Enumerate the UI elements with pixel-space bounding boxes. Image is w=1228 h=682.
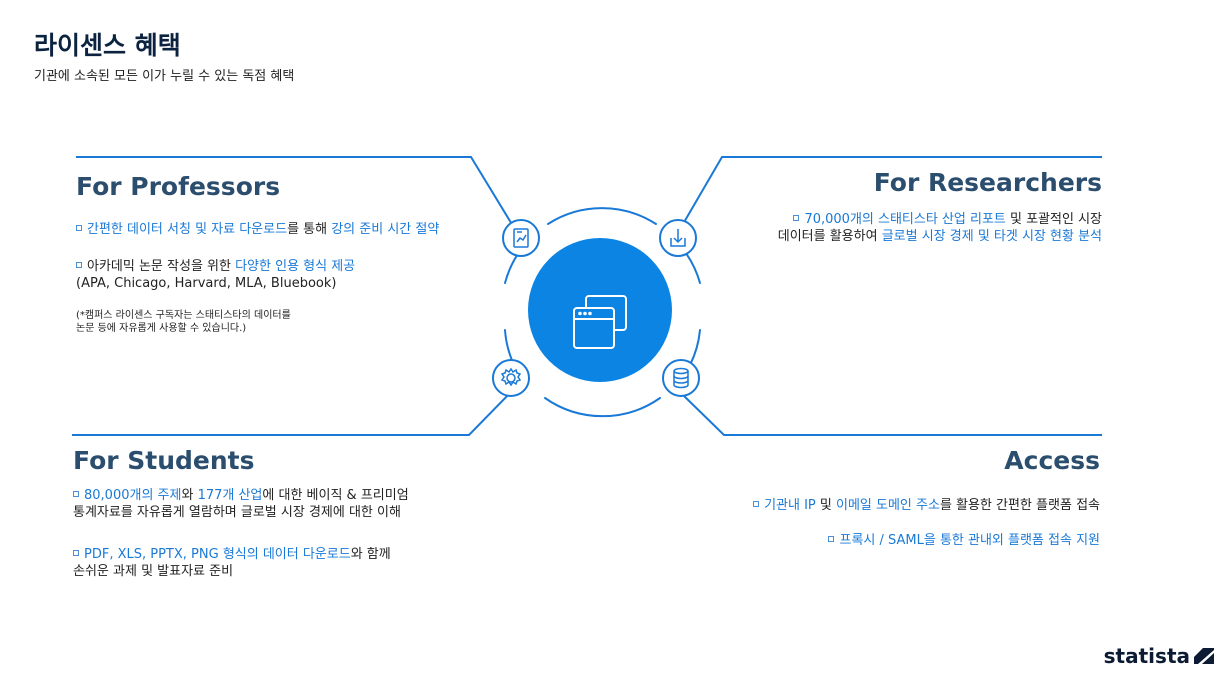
logo-mark-icon [1194, 648, 1214, 664]
note-text: 논문 등에 자유롭게 사용할 수 있습니다.) [76, 323, 247, 334]
chart-document-icon [502, 219, 540, 257]
body-text: 및 [815, 498, 836, 513]
body-text: 손쉬운 과제 및 발표자료 준비 [73, 564, 234, 579]
body-text: 를 활용한 간편한 플랫폼 접속 [939, 498, 1100, 513]
researchers-item-1: 70,000개의 스태티스타 산업 리포트 및 포괄적인 시장 데이터를 활용하… [778, 211, 1102, 245]
body-text: 아카데믹 논문 작성을 위한 [87, 259, 236, 274]
body-text: 와 함께 [350, 547, 391, 562]
note-text: (*캠퍼스 라이센스 구독자는 스태티스타의 데이터를 [76, 310, 291, 321]
bullet-icon [828, 536, 835, 542]
browser-windows-icon [573, 295, 627, 349]
bullet-icon [73, 550, 79, 556]
researchers-connector [682, 156, 1102, 225]
highlight-text: PDF, XLS, PPTX, PNG 형식의 데이터 다운로드 [84, 547, 351, 562]
body-text: (APA, Chicago, Harvard, MLA, Bluebook) [76, 276, 337, 291]
professors-connector [76, 156, 514, 227]
bullet-icon [76, 262, 82, 268]
access-connector [682, 394, 1102, 436]
bullet-icon [753, 501, 760, 507]
students-item-1: 80,000개의 주제와 177개 산업에 대한 베이직 & 프리미엄 통계자료… [73, 487, 409, 521]
students-item-2: PDF, XLS, PPTX, PNG 형식의 데이터 다운로드와 함께 손쉬운… [73, 546, 391, 580]
bullet-icon [793, 215, 800, 221]
body-text: 및 포괄적인 시장 [1005, 212, 1102, 227]
highlight-text: 글로벌 시장 경제 및 타겟 시장 현황 분석 [881, 229, 1102, 244]
professors-note: (*캠퍼스 라이센스 구독자는 스태티스타의 데이터를 논문 등에 자유롭게 사… [76, 309, 291, 335]
highlight-text: 간편한 데이터 서칭 및 자료 다운로드 [87, 222, 288, 237]
bullet-icon [73, 491, 79, 497]
highlight-text: 다양한 인용 형식 제공 [235, 259, 356, 274]
logo-text: statista [1103, 644, 1190, 668]
students-heading: For Students [73, 446, 255, 475]
database-icon [662, 359, 700, 397]
body-text: 통계자료를 자유롭게 열람하며 글로벌 시장 경제에 대한 이해 [73, 505, 401, 520]
page-title: 라이센스 혜택 [34, 31, 181, 60]
access-item-1: 기관내 IP 및 이메일 도메인 주소를 활용한 간편한 플랫폼 접속 [753, 497, 1100, 514]
highlight-text: 기관내 IP [764, 498, 816, 513]
highlight-text: 프록시 / SAML을 통한 관내외 플랫폼 접속 지원 [839, 533, 1100, 548]
highlight-text: 강의 준비 시간 절약 [331, 222, 440, 237]
students-connector [72, 392, 511, 436]
body-text: 를 통해 [287, 222, 332, 237]
professors-item-1: 간편한 데이터 서칭 및 자료 다운로드를 통해 강의 준비 시간 절약 [76, 221, 439, 238]
body-text: 데이터를 활용하여 [777, 229, 882, 244]
statista-logo: statista [1104, 644, 1214, 668]
download-icon [659, 219, 697, 257]
highlight-text: 80,000개의 주제 [84, 488, 182, 503]
highlight-text: 70,000개의 스태티스타 산업 리포트 [804, 212, 1006, 227]
access-heading: Access [1004, 446, 1100, 475]
page-subtitle: 기관에 소속된 모든 이가 누릴 수 있는 독점 혜택 [34, 69, 295, 84]
gear-icon [492, 359, 530, 397]
access-item-2: 프록시 / SAML을 통한 관내외 플랫폼 접속 지원 [828, 532, 1100, 549]
professors-heading: For Professors [76, 172, 281, 201]
highlight-text: 177개 산업 [197, 488, 263, 503]
researchers-heading: For Researchers [873, 168, 1102, 197]
professors-item-2: 아카데믹 논문 작성을 위한 다양한 인용 형식 제공 (APA, Chicag… [76, 258, 355, 292]
bullet-icon [76, 225, 82, 231]
body-text: 와 [181, 488, 198, 503]
highlight-text: 이메일 도메인 주소 [835, 498, 940, 513]
body-text: 에 대한 베이직 & 프리미엄 [262, 488, 409, 503]
